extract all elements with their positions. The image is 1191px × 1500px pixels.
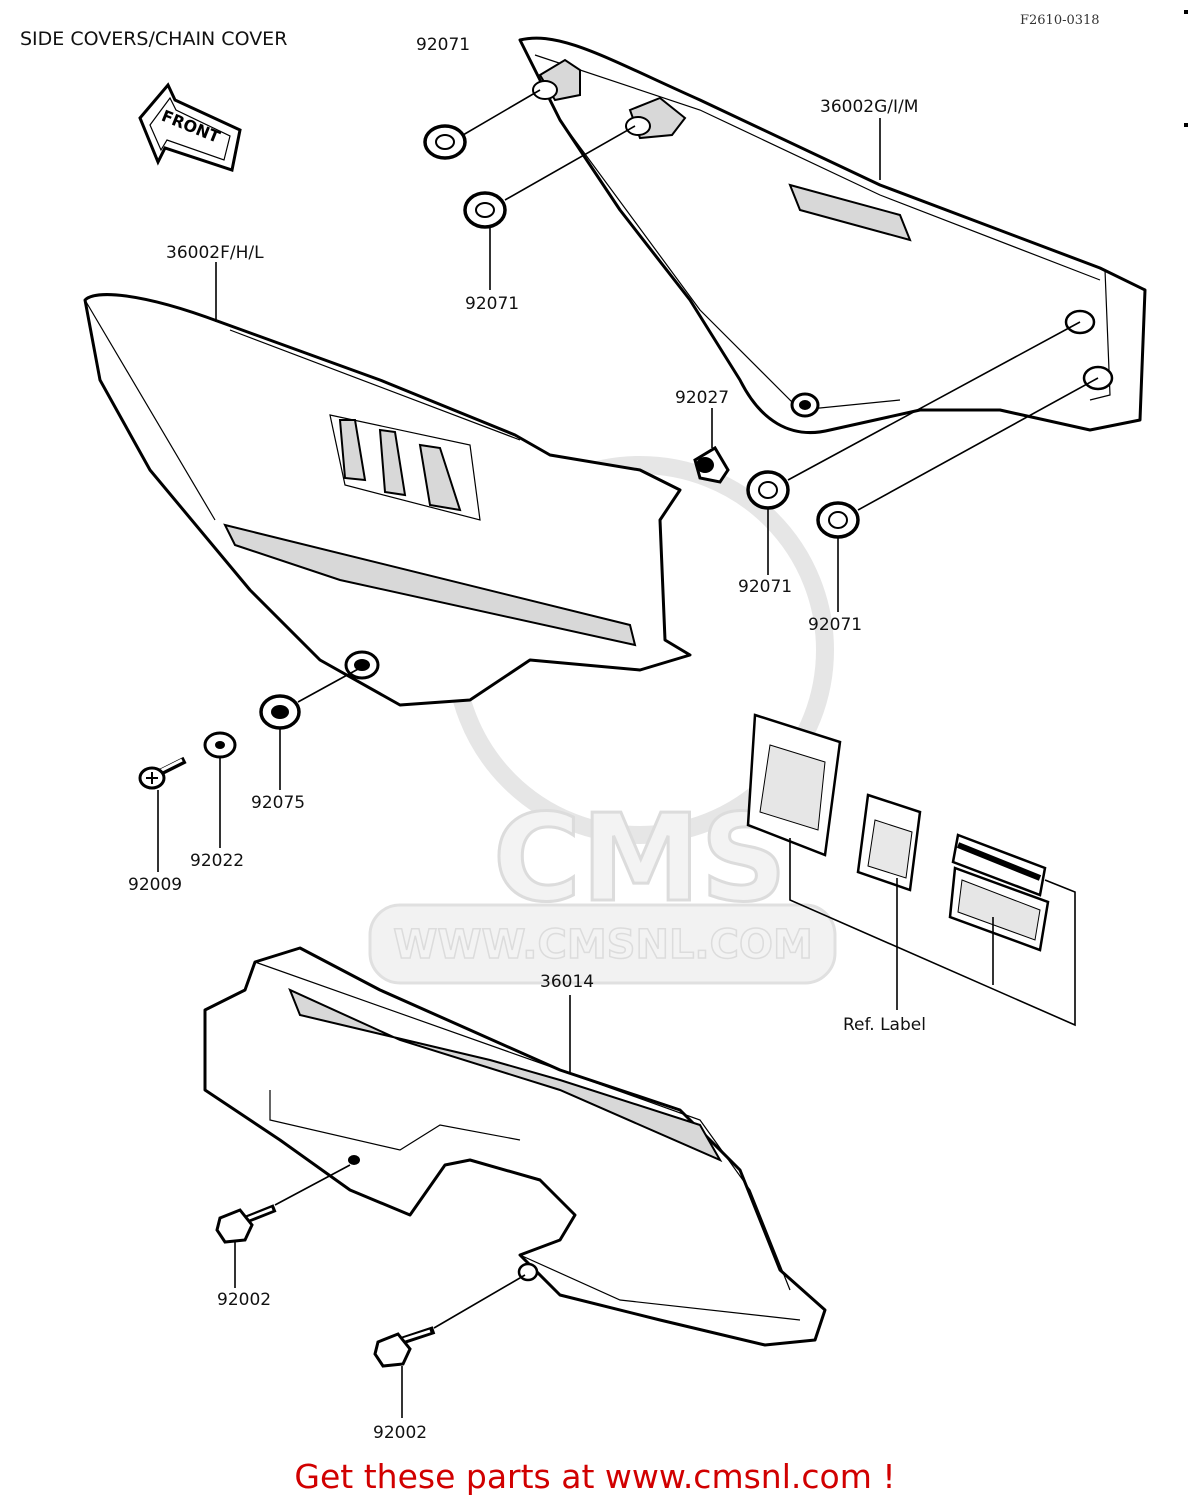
watermark: CMS WWW.CMSNL.COM: [368, 456, 837, 985]
promo-link[interactable]: Get these parts at www.cmsnl.com !: [294, 1457, 895, 1496]
callout-damper: 92027: [675, 388, 729, 408]
bolt-lower: [373, 1274, 526, 1418]
screw-small: [138, 756, 187, 872]
figure-code: F2610-0318: [1020, 13, 1100, 28]
front-arrow-icon: FRONT: [138, 82, 242, 172]
decal-labels: [746, 713, 1076, 1027]
grommet-top-2: [463, 125, 636, 290]
edge-mark: [1184, 10, 1188, 14]
callout-bolt-lower: 92002: [373, 1423, 427, 1443]
watermark-url: WWW.CMSNL.COM: [393, 922, 813, 968]
callout-grommet-top-2: 92071: [465, 294, 519, 314]
diagram-title: SIDE COVERS/CHAIN COVER: [20, 28, 287, 50]
callout-grommet-low: 92075: [251, 793, 305, 813]
callout-side-cover-right: 36002G/I/M: [820, 97, 918, 117]
callout-grommet-top-1: 92071: [416, 35, 470, 55]
bolt-upper: [215, 1164, 351, 1288]
edge-mark: [1184, 123, 1188, 127]
callout-chain-cover: 36014: [540, 972, 594, 992]
callout-side-cover-left: 36002F/H/L: [166, 243, 264, 263]
watermark-url-bar: [368, 903, 837, 985]
callout-grommet-mid-2: 92071: [808, 615, 862, 635]
callout-bolt-upper: 92002: [217, 1290, 271, 1310]
side-cover-left: [83, 293, 692, 707]
grommet-low: [259, 667, 361, 790]
washer: [203, 731, 237, 848]
grommet-mid-2: [816, 377, 1099, 612]
grommet-mid-1: [746, 321, 1081, 575]
grommet-top-1: [423, 89, 541, 160]
callout-screw-small: 92009: [128, 875, 182, 895]
callout-ref-label: Ref. Label: [843, 1015, 926, 1035]
watermark-brand: CMS: [493, 790, 787, 929]
callout-washer: 92022: [190, 851, 244, 871]
side-cover-right: [518, 36, 1147, 435]
damper: [693, 408, 730, 484]
callout-grommet-mid-1: 92071: [738, 577, 792, 597]
chain-cover: [203, 946, 827, 1347]
